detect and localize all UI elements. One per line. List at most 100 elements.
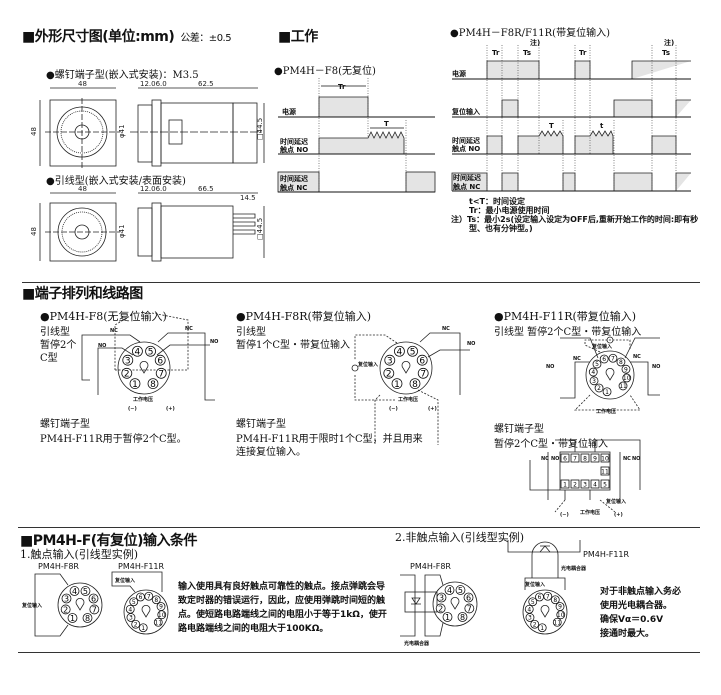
pin-number: 3 xyxy=(592,378,596,385)
pin-circle xyxy=(60,604,71,615)
pin-number: 5 xyxy=(132,599,136,606)
pin-number: 6 xyxy=(419,356,425,366)
dimensions-title: ■外形尺寸图(单位:mm)公差：±0.5 xyxy=(22,26,232,46)
pin-circle xyxy=(125,604,135,614)
f11r-reset-label: 复位输入 xyxy=(591,343,612,350)
pin-number: 2 xyxy=(386,370,392,380)
dim-height: 48 xyxy=(30,127,38,136)
pin-number: 2 xyxy=(597,385,601,392)
f8r-line1: 引线型 xyxy=(236,327,266,338)
pin-circle xyxy=(537,623,547,633)
f11r-pin-11: 11 xyxy=(618,381,628,391)
contact-f11r-socket xyxy=(123,589,169,635)
optocoupler-label-2: 光电耦合器 xyxy=(560,565,587,572)
pin-circle xyxy=(464,603,475,614)
pin-circle xyxy=(409,378,421,389)
top-terminal-8 xyxy=(580,453,590,463)
f8-minus: (−) xyxy=(128,406,137,412)
terminal-supply xyxy=(554,499,616,513)
pin-circle xyxy=(457,612,468,622)
pin-number: 4 xyxy=(135,347,141,357)
f8-nc-label: NC xyxy=(110,328,118,334)
pin-circle xyxy=(69,586,80,596)
pin-number: 3 xyxy=(125,356,131,366)
pin-number: 5 xyxy=(531,599,535,606)
terminal-number: 9 xyxy=(593,456,597,463)
term-no: NO xyxy=(551,456,559,462)
pin-number: 1 xyxy=(445,613,450,622)
f8r-screw-label: 螺钉端子型 xyxy=(236,419,286,430)
f8r-socket xyxy=(379,341,433,395)
pin-number: 10 xyxy=(158,612,166,619)
f8r-pin-1: 1 xyxy=(391,378,403,390)
f8-timing-title: ●PM4H－F8(无复位) xyxy=(274,66,376,77)
dim-12: 12.06.0 xyxy=(140,80,167,88)
f8-plus: (+) xyxy=(166,406,175,412)
f8r-minus: (−) xyxy=(389,406,398,412)
f8-socket xyxy=(117,341,171,395)
operation-title: ■工作 xyxy=(278,29,318,45)
pin-number: 5 xyxy=(410,347,416,357)
pin-circle xyxy=(543,591,553,601)
pin-number: 4 xyxy=(128,606,132,613)
pin-circle xyxy=(89,604,100,615)
pin-number: 2 xyxy=(134,621,138,628)
noncontact-f11r-pin-6: 6 xyxy=(535,592,544,602)
row-power-label: 电源 xyxy=(282,107,296,116)
pin-number: 11 xyxy=(619,383,627,390)
pin-number: 3 xyxy=(387,356,393,366)
term-minus: (−) xyxy=(560,512,569,518)
contact-f8r-pin-5: 5 xyxy=(80,586,91,596)
pin-circle xyxy=(147,378,159,389)
f8r-pin-5: 5 xyxy=(407,345,418,357)
f8-nc-label-2: NC xyxy=(185,326,193,332)
pin-number: 6 xyxy=(466,593,471,602)
f11r-nc-label: NC xyxy=(573,356,581,362)
lead-type-label: ●引线型(嵌入式安装/表面安装) xyxy=(46,176,186,187)
pin-circle xyxy=(608,353,618,363)
f8r-pin-3: 3 xyxy=(384,354,396,366)
pin-circle xyxy=(621,364,631,374)
f11r-pin-4: 4 xyxy=(588,367,598,377)
contact-f11r-reset-label: 复位输入 xyxy=(114,577,135,584)
pin-number: 11 xyxy=(553,619,561,626)
noncontact-f8r-pin-4: 4 xyxy=(444,585,455,595)
input-divider-top xyxy=(18,527,700,528)
f8r-wires xyxy=(419,332,470,395)
noncontact-line-3: 确保Vα＝0.6V xyxy=(600,615,664,625)
noncontact-model-f11r: PM4H-F11R xyxy=(583,550,630,559)
pin-circle xyxy=(463,592,474,603)
pin-number: 3 xyxy=(64,594,69,603)
pin-circle xyxy=(444,585,455,595)
pin-circle xyxy=(61,593,72,604)
pin-number: 8 xyxy=(154,597,158,604)
pin-circle xyxy=(589,376,599,386)
f8-pin-1: 1 xyxy=(129,378,141,390)
pin-number: 1 xyxy=(141,625,145,632)
contact-f8r-pin-4: 4 xyxy=(69,586,80,596)
no-contact-pulse xyxy=(318,131,405,155)
noncontact-f8r-wires xyxy=(400,574,444,637)
pin-circle xyxy=(157,610,167,620)
f8r-pin-7: 7 xyxy=(417,367,429,380)
noncontact-f11r-pin-10: 10 xyxy=(556,610,566,620)
contact-model-f11r: PM4H-F11R xyxy=(118,562,165,571)
contact-f11r-pin-9: 9 xyxy=(156,602,166,611)
noncontact-line-4: 接通时最大。 xyxy=(600,629,655,639)
pin-circle xyxy=(442,612,453,622)
contact-reset-label: 复位输入 xyxy=(21,602,42,609)
pin-circle xyxy=(151,595,161,605)
nc-pulses xyxy=(451,172,691,191)
f8-pin-3: 3 xyxy=(122,354,134,366)
contact-f11r-pin-3: 3 xyxy=(126,613,136,622)
pin-number: 5 xyxy=(595,361,599,368)
pin-number: 2 xyxy=(533,621,537,628)
f11r-no-label-2: NO xyxy=(652,364,660,370)
f11r-dashed-wires xyxy=(574,339,641,411)
t-label: T xyxy=(384,120,389,128)
note-t: t<T：时间设定 xyxy=(469,197,525,206)
noncontact-f8r-pin-7: 7 xyxy=(464,603,475,614)
noncontact-f8r-socket xyxy=(432,581,478,627)
pin-number: 9 xyxy=(624,366,628,373)
